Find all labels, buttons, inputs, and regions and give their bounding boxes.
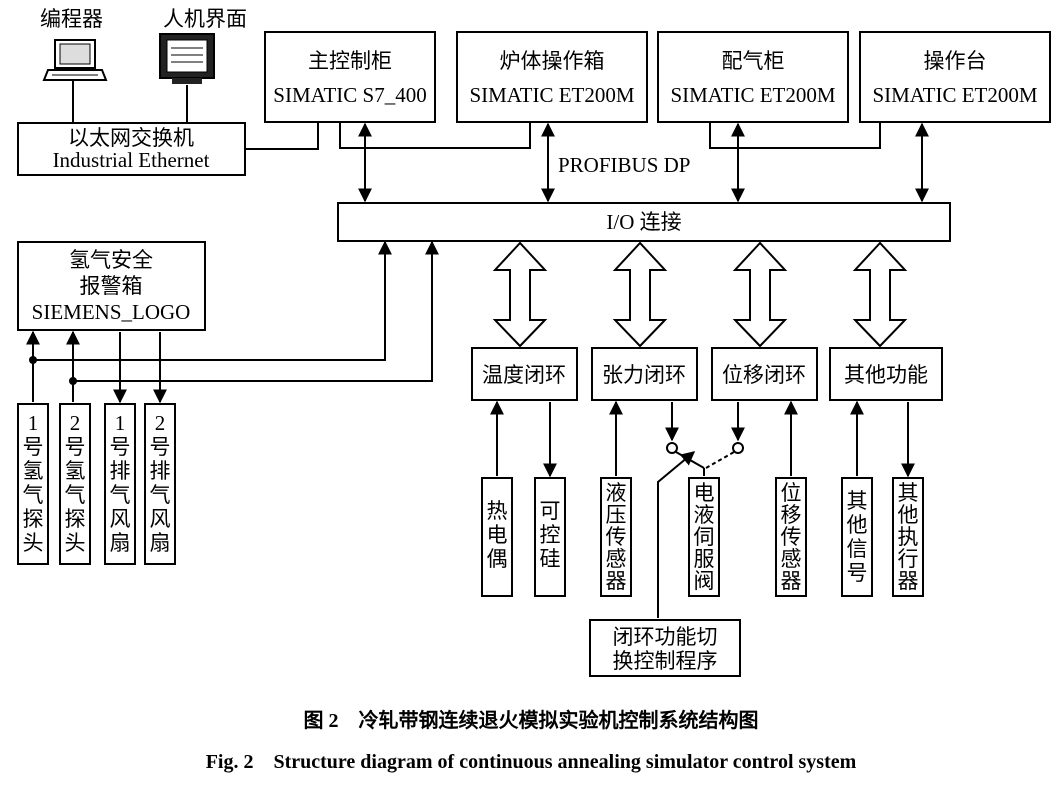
furnace-cn: 炉体操作箱	[500, 49, 605, 73]
displacement-sensor-label: 位移传感器	[781, 481, 802, 593]
switch-line-1: 闭环功能切	[613, 625, 718, 649]
displacement-loop-box	[711, 347, 818, 401]
hydraulic-sensor-box	[600, 477, 632, 597]
servo-valve-label: 电液伺服阀	[694, 481, 715, 593]
hmi-monitor-icon	[159, 33, 215, 84]
servo-valve-box	[688, 477, 720, 597]
scr-box	[534, 477, 566, 597]
other-functions-label: 其他功能	[844, 363, 928, 387]
programmer-icon	[42, 39, 108, 81]
hydrogen-alarm-box	[17, 241, 206, 331]
fan-2-box	[144, 403, 176, 565]
switch-program-box	[589, 619, 741, 677]
caption-en: Fig. 2 Structure diagram of continuous a…	[206, 751, 857, 773]
switch-line-2: 换控制程序	[613, 649, 718, 673]
furnace-en: SIMATIC ET200M	[469, 83, 634, 107]
temperature-loop-box	[471, 347, 578, 401]
fan-1-box	[104, 403, 136, 565]
thermocouple-label: 热电偶	[487, 499, 508, 571]
other-signal-box	[841, 477, 873, 597]
probe-1-box	[17, 403, 49, 565]
gas-cabinet-box	[657, 31, 849, 123]
caption-cn: 图 2 冷轧带钢连续退火模拟实验机控制系统结构图	[304, 708, 759, 732]
hollow-double-arrows	[492, 241, 908, 348]
alarm-line-2: 报警箱	[80, 274, 143, 298]
console-box	[859, 31, 1051, 123]
main-cabinet-box	[264, 31, 436, 123]
gas-cabinet-en: SIMATIC ET200M	[670, 83, 835, 107]
programmer-label: 编程器	[40, 7, 103, 31]
hydraulic-sensor-label: 液压传感器	[606, 481, 627, 593]
gas-cabinet-cn: 配气柜	[722, 49, 785, 73]
tension-loop-label: 张力闭环	[602, 363, 686, 387]
program-switch	[657, 402, 745, 618]
other-actuator-box	[892, 477, 924, 597]
other-functions-box	[829, 347, 943, 401]
scr-label: 可控硅	[540, 499, 561, 571]
thermocouple-box	[481, 477, 513, 597]
temperature-loop-label: 温度闭环	[482, 363, 566, 387]
probe-2-box	[59, 403, 91, 565]
io-label: I/O 连接	[606, 210, 681, 234]
console-cn: 操作台	[924, 49, 987, 73]
alarm-line-3: SIEMENS_LOGO	[32, 300, 191, 324]
furnace-box	[456, 31, 648, 123]
other-actuator-label: 其他执行器	[898, 481, 919, 593]
io-connection-bar	[337, 202, 951, 242]
hmi-label: 人机界面	[163, 7, 247, 31]
main-cabinet-en: SIMATIC S7_400	[273, 83, 426, 107]
other-signal-label: 其他信号	[847, 489, 868, 585]
profibus-label: PROFIBUS DP	[558, 153, 690, 177]
alarm-line-1: 氢气安全	[69, 248, 153, 272]
displacement-sensor-box	[775, 477, 807, 597]
ethernet-en-label: Industrial Ethernet	[53, 148, 210, 172]
ethernet-cn-label: 以太网交换机	[68, 126, 194, 150]
main-cabinet-cn: 主控制柜	[308, 49, 392, 73]
displacement-loop-label: 位移闭环	[722, 363, 806, 387]
tension-loop-box	[591, 347, 698, 401]
console-en: SIMATIC ET200M	[872, 83, 1037, 107]
